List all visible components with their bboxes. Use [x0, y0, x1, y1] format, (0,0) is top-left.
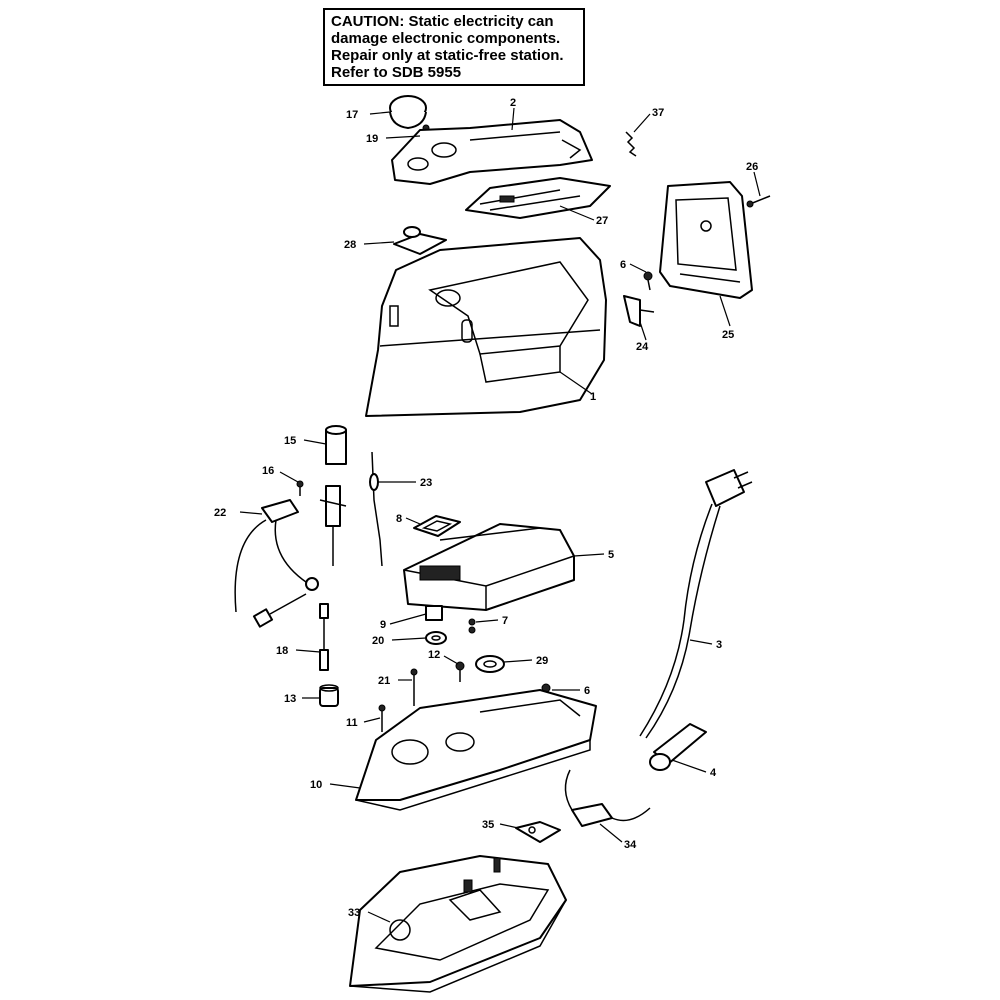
part-17-knob	[389, 95, 427, 129]
part-11-screw	[378, 704, 386, 732]
caution-notice: CAUTION: Static electricity can damage e…	[323, 8, 585, 86]
callout-34: 34	[624, 839, 637, 851]
part-5-water-tank	[403, 523, 575, 611]
callout-35: 35	[482, 819, 494, 831]
callout-18: 18	[276, 645, 288, 657]
part-10-shroud	[355, 689, 597, 811]
callout-28: 28	[344, 239, 356, 251]
callout-15: 15	[284, 435, 296, 447]
part-27-control-assembly	[465, 177, 611, 219]
callout-3: 3	[716, 639, 722, 651]
callout-22: 22	[214, 507, 226, 519]
callout-1: 1	[590, 391, 596, 403]
part-29-ring	[475, 655, 505, 673]
leader-lines	[239, 107, 761, 923]
caution-line-2: damage electronic components.	[331, 30, 561, 47]
part-22-wiring	[234, 485, 347, 628]
part-21-screw	[410, 668, 418, 706]
callout-9: 9	[380, 619, 386, 631]
part-3-power-cord	[639, 469, 753, 739]
callout-11: 11	[346, 717, 358, 729]
callout-2: 2	[510, 97, 516, 109]
callout-6-lower: 6	[584, 685, 590, 697]
callout-26: 26	[746, 161, 758, 173]
callout-25: 25	[722, 329, 734, 341]
callout-21: 21	[378, 675, 390, 687]
part-6-screw-upper	[643, 271, 653, 291]
part-18-strap	[319, 603, 329, 671]
callout-23: 23	[420, 477, 432, 489]
callout-13: 13	[284, 693, 296, 705]
part-37-spring	[625, 131, 637, 157]
part-26-screw	[746, 195, 771, 208]
part-4-strain-relief	[649, 723, 707, 771]
part-7-valve-pin	[468, 618, 476, 634]
part-23-rod	[369, 451, 383, 567]
caution-line-1: CAUTION: Static electricity can	[331, 13, 554, 30]
part-16-screw	[296, 480, 304, 496]
callout-4: 4	[710, 767, 717, 779]
callout-10: 10	[310, 779, 322, 791]
callout-7: 7	[502, 615, 508, 627]
part-9-valve	[425, 605, 443, 621]
callout-19: 19	[366, 133, 378, 145]
part-12-screw	[455, 661, 465, 682]
callout-12: 12	[428, 649, 440, 661]
part-24-bracket	[623, 295, 655, 327]
callout-8: 8	[396, 513, 402, 525]
part-8-gasket	[413, 515, 461, 537]
part-15-sleeve	[325, 425, 347, 465]
part-2-handle-cover	[391, 119, 593, 185]
part-20-washer	[425, 631, 447, 645]
callout-labels: 17 19 2 37 26 27 28 6 24 25 1 15 16 23 2…	[214, 97, 758, 919]
part-35-clip	[515, 821, 561, 843]
callout-24: 24	[636, 341, 649, 353]
callout-29: 29	[536, 655, 548, 667]
callout-5: 5	[608, 549, 614, 561]
part-34-module	[564, 769, 651, 827]
part-33-soleplate	[349, 855, 567, 993]
callout-16: 16	[262, 465, 274, 477]
part-25-heel-rest	[659, 181, 753, 299]
callout-37: 37	[652, 107, 664, 119]
caution-line-4: Refer to SDB 5955	[331, 64, 462, 81]
callout-20: 20	[372, 635, 384, 647]
callout-17: 17	[346, 109, 358, 121]
callout-33: 33	[348, 907, 360, 919]
callout-6-upper: 6	[620, 259, 626, 271]
part-1-housing	[365, 237, 607, 417]
part-28-dial	[393, 226, 447, 255]
part-13-bushing	[319, 684, 339, 707]
caution-line-3: Repair only at static-free station.	[331, 47, 564, 64]
callout-27: 27	[596, 215, 608, 227]
